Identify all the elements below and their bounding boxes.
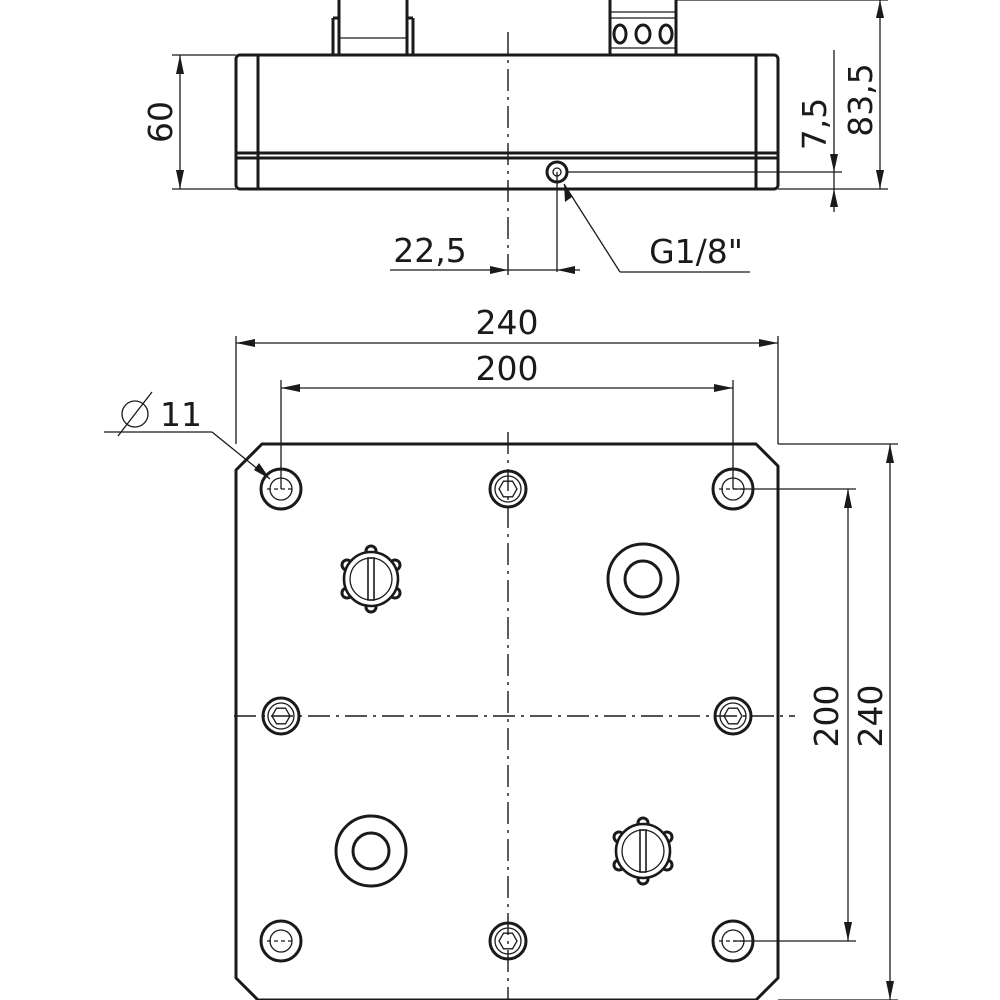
label-thread-g1-8: G1/8"	[649, 232, 743, 271]
pin-left-side	[331, 0, 415, 55]
side-view: 60 83,5 7,5 22,5 G1/8"	[141, 0, 888, 275]
top-view: 240 200 11 200 240	[104, 303, 898, 1000]
pin-right-side	[608, 0, 678, 55]
dim-hole-diameter: 11	[160, 395, 202, 434]
mount-hole-bottom-left	[259, 919, 303, 963]
bore-bottom-left	[334, 814, 408, 888]
bore-top-right	[606, 542, 680, 616]
locking-knob-bottom-right	[612, 816, 674, 886]
dim-width-200: 200	[476, 349, 539, 388]
dim-83-5: 83,5	[841, 63, 880, 136]
diameter-symbol-icon	[121, 400, 149, 428]
plate-outline-top	[234, 442, 780, 1000]
dim-height-200: 200	[807, 685, 846, 748]
dim-width-240: 240	[476, 303, 539, 342]
dim-7-5: 7,5	[795, 98, 834, 150]
dim-22-5: 22,5	[393, 231, 466, 270]
plate-body-side	[234, 53, 780, 191]
dim-60: 60	[141, 101, 180, 143]
dim-height-240: 240	[851, 685, 890, 748]
hole-diameter-callout: 11	[104, 391, 271, 480]
locking-knob-top-left	[340, 544, 402, 614]
thread-port-side	[545, 160, 569, 272]
